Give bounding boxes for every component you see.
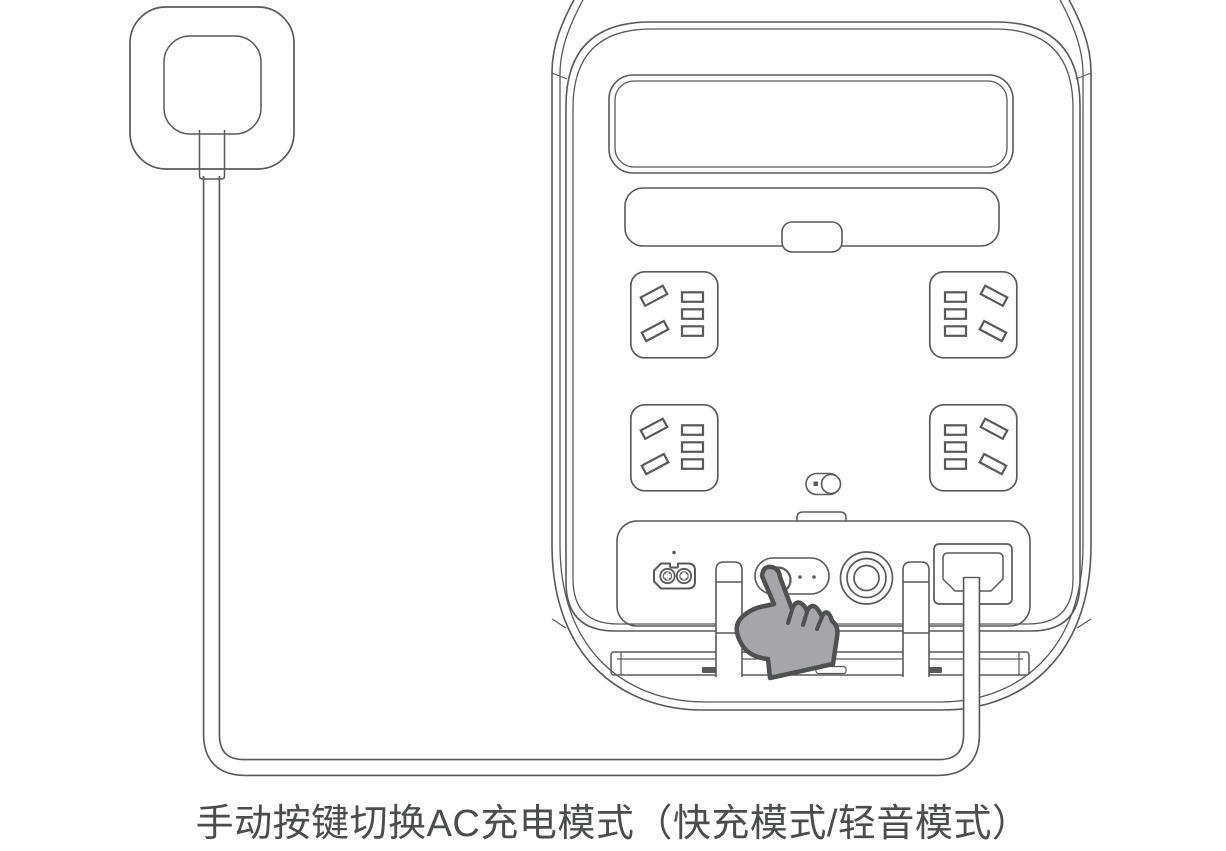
back-panel-outer — [565, 21, 1081, 632]
power-cable — [202, 176, 981, 777]
button-well — [754, 557, 830, 595]
alignment-dot — [672, 550, 676, 555]
wall-plug — [129, 6, 295, 180]
latch-tab — [781, 221, 843, 253]
device-outline — [551, 0, 1092, 711]
toggle-knob[interactable] — [820, 473, 842, 495]
round-input-port — [839, 551, 894, 605]
seam-ticks — [551, 72, 1092, 629]
press-hand-icon — [734, 564, 840, 681]
plug-body — [129, 6, 295, 170]
ac-outlet-bottom-right — [928, 403, 1018, 492]
mode-indicator-dot-2 — [812, 575, 816, 579]
plug-face — [163, 35, 262, 135]
back-panel-inner — [572, 28, 1074, 625]
ac-outlet-top-left — [629, 270, 719, 359]
top-handle-recess — [608, 74, 1014, 174]
power-station-back — [551, 0, 1092, 711]
panel-top-tab — [796, 511, 847, 521]
small-toggle-switch[interactable] — [805, 472, 842, 496]
ac-outlet-bottom-left — [629, 403, 719, 492]
mid-recess — [624, 187, 1000, 253]
toggle-dot — [813, 481, 818, 486]
plug-strain-relief — [198, 130, 226, 180]
finger-gap-lines — [786, 608, 824, 631]
device-seam-line — [559, 0, 1084, 703]
ac-outlet-top-right — [928, 270, 1018, 359]
caption: 手动按键切换AC充电模式（快充模式/轻音模式） — [195, 803, 1031, 845]
two-pin-dc-connector — [653, 550, 696, 590]
mode-indicator-dot-1 — [798, 575, 802, 579]
cable-wrap-hook-right — [902, 561, 930, 678]
